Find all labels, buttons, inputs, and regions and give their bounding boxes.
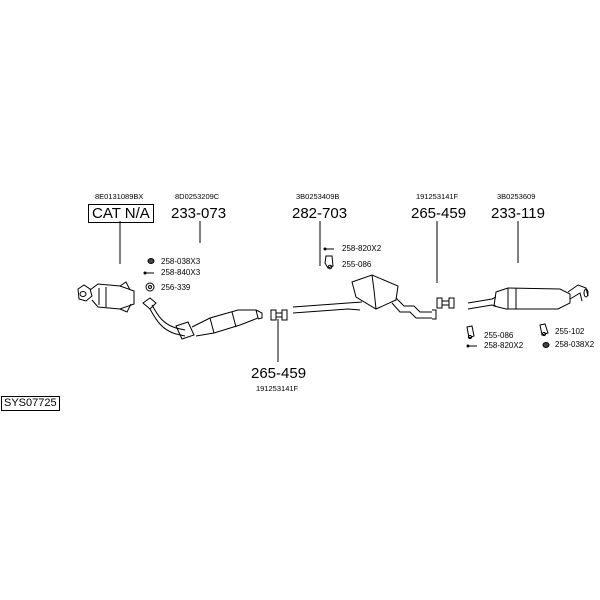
- gasket-ring-icon-cat: [145, 282, 155, 292]
- part-number-cat[interactable]: CAT N/A: [88, 204, 154, 223]
- oe-number-clamp-front: 191253141F: [256, 384, 299, 393]
- bolt-icon-cat: [143, 271, 154, 275]
- accessory-label[interactable]: 258-820X2: [484, 341, 524, 350]
- oe-number-rear-silencer: 3B0253609: [497, 192, 536, 201]
- part-number-middle-silencer[interactable]: 282-703: [292, 205, 348, 222]
- oe-number-cat: 8E0131089BX: [95, 192, 144, 201]
- bolt-icon-rear-left: [466, 344, 477, 348]
- oe-number-middle-silencer: 3B0253409B: [296, 192, 340, 201]
- middle-silencer-shape: [292, 274, 437, 320]
- part-number-rear-silencer[interactable]: 233-119: [491, 205, 545, 222]
- accessory-label[interactable]: 258-820X2: [342, 244, 382, 253]
- catalytic-converter-shape: [77, 281, 135, 313]
- system-code-label: SYS07725: [1, 396, 60, 411]
- bolt-icon-mid: [323, 247, 334, 251]
- part-number-clamp-mid[interactable]: 265-459: [411, 205, 467, 222]
- accessory-label[interactable]: 258-038X2: [555, 340, 595, 349]
- accessory-label[interactable]: 256-339: [161, 283, 191, 292]
- part-number-clamp-front[interactable]: 265-459: [251, 365, 307, 382]
- clamp-shape-rear: [436, 297, 455, 309]
- clamp-shape-front: [270, 309, 288, 321]
- accessory-label[interactable]: 255-102: [555, 327, 585, 336]
- hanger-icon-rear-right: [539, 323, 549, 337]
- accessory-label[interactable]: 255-086: [342, 260, 372, 269]
- front-pipe-shape: [142, 297, 263, 340]
- rubber-ring-icon-rear-right: [542, 342, 550, 348]
- oe-number-front-pipe: 8D0253209C: [175, 192, 220, 201]
- rubber-ring-icon-cat: [147, 258, 155, 264]
- rear-silencer-shape: [467, 284, 589, 310]
- part-number-front-pipe[interactable]: 233-073: [171, 205, 227, 222]
- hanger-icon-mid: [324, 255, 334, 270]
- accessory-label[interactable]: 258-038X3: [161, 257, 201, 266]
- hanger-icon-rear-left: [466, 325, 475, 340]
- oe-number-clamp-mid: 191253141F: [416, 192, 459, 201]
- accessory-label[interactable]: 255-086: [484, 331, 514, 340]
- accessory-label[interactable]: 258-840X3: [161, 268, 201, 277]
